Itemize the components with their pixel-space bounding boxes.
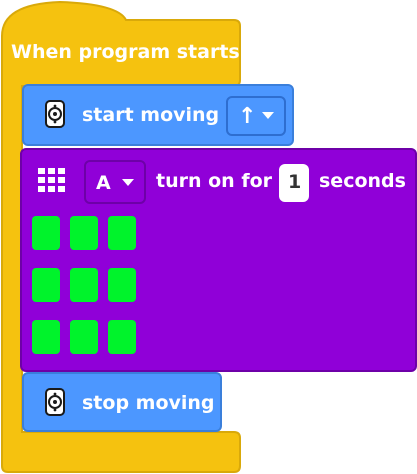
start-moving-block[interactable]: start moving ↑ bbox=[22, 84, 294, 146]
stop-moving-block[interactable]: stop moving bbox=[22, 372, 222, 432]
start-moving-label: start moving bbox=[82, 104, 220, 126]
pixel-cell[interactable] bbox=[108, 216, 136, 250]
light-matrix-block[interactable]: A turn on for 1 seconds bbox=[20, 148, 417, 372]
chevron-down-icon bbox=[122, 179, 134, 187]
motor-pair-icon bbox=[44, 100, 66, 128]
pixel-cell[interactable] bbox=[32, 268, 60, 302]
seconds-label: seconds bbox=[319, 170, 406, 192]
pixel-cell[interactable] bbox=[70, 320, 98, 354]
light-matrix-icon bbox=[38, 168, 68, 196]
chevron-down-icon bbox=[262, 112, 274, 120]
port-dropdown[interactable]: A bbox=[84, 160, 146, 204]
when-program-starts-label[interactable]: When program starts bbox=[11, 41, 240, 63]
pixel-cell[interactable] bbox=[70, 268, 98, 302]
pixel-cell[interactable] bbox=[108, 268, 136, 302]
duration-input[interactable]: 1 bbox=[279, 164, 309, 202]
pixel-cell[interactable] bbox=[70, 216, 98, 250]
direction-arrow-icon: ↑ bbox=[238, 104, 257, 129]
pixel-cell[interactable] bbox=[32, 320, 60, 354]
turn-on-for-label: turn on for bbox=[156, 170, 273, 192]
pixel-cell[interactable] bbox=[32, 216, 60, 250]
duration-value: 1 bbox=[288, 171, 302, 193]
port-value: A bbox=[96, 172, 111, 194]
direction-dropdown[interactable]: ↑ bbox=[226, 96, 286, 136]
motor-pair-icon bbox=[44, 388, 66, 416]
pixel-matrix-editor[interactable] bbox=[32, 216, 138, 360]
pixel-cell[interactable] bbox=[108, 320, 136, 354]
stop-moving-label: stop moving bbox=[82, 392, 215, 414]
